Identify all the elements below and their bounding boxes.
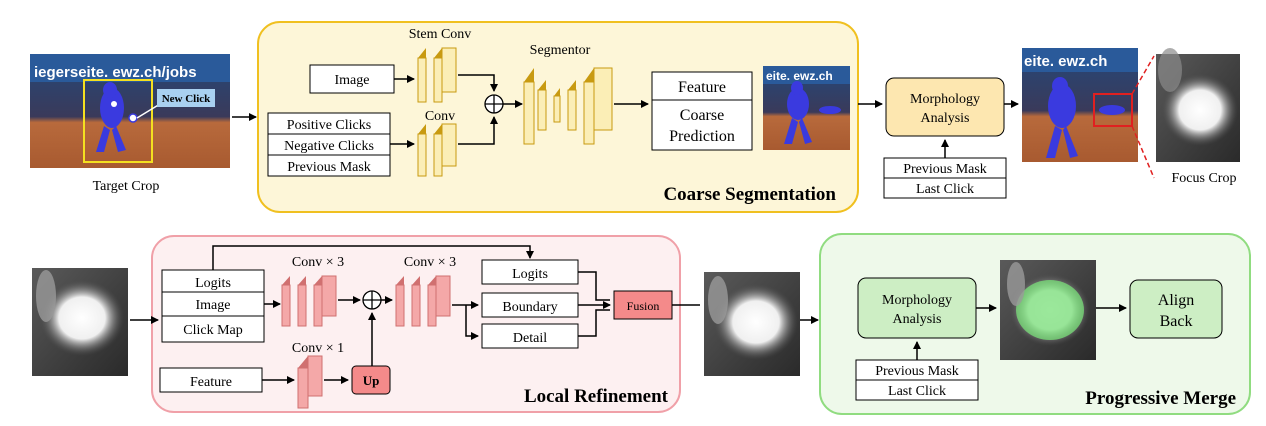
merged-image	[1000, 260, 1096, 360]
merge-inputs: Previous Mask Last Click	[855, 359, 979, 401]
coarse-prediction-image: eite. ewz.ch	[763, 66, 850, 150]
align-back-line2: Back	[1160, 313, 1193, 330]
conv-label: Conv	[425, 109, 455, 124]
clicks-input-stack: Positive Clicks Negative Clicks Previous…	[267, 112, 391, 177]
upsample-box	[351, 365, 391, 395]
morph-top-inputs: Previous Mask Last Click	[883, 157, 1007, 199]
conv3-a-blocks	[281, 275, 337, 327]
refine-feature-label: Feature	[190, 375, 232, 390]
conv3-b-blocks	[395, 275, 451, 327]
target-crop-label: Target Crop	[93, 179, 160, 194]
morphology-analysis-merge	[857, 277, 977, 339]
morphology-top-line1: Morphology	[910, 92, 980, 107]
morphology-top-line2: Analysis	[921, 111, 970, 126]
conv1-block	[297, 355, 323, 409]
stem-conv-label: Stem Conv	[409, 27, 472, 42]
refine-boundary-label: Boundary	[502, 300, 557, 315]
coarse-prediction-line2: Prediction	[669, 128, 735, 145]
refine-click-map-label: Click Map	[183, 323, 243, 338]
feature-output-label: Feature	[678, 79, 726, 96]
focus-crop-label: Focus Crop	[1172, 171, 1237, 186]
target-crop-image: iegerseite. ewz.ch/jobs New Click	[30, 54, 230, 168]
fusion-box	[613, 290, 673, 320]
morphology-merge-line1: Morphology	[882, 293, 952, 308]
negative-clicks-label: Negative Clicks	[284, 139, 374, 154]
conv3-a-label: Conv × 3	[292, 255, 344, 270]
refined-output-image	[704, 272, 800, 376]
conv1-label: Conv × 1	[292, 341, 344, 356]
image-input-box	[309, 64, 395, 94]
local-refinement-title: Local Refinement	[524, 386, 669, 407]
upsample-label: Up	[363, 373, 380, 388]
segmentor-blocks	[523, 67, 613, 145]
stem-conv-blocks	[417, 47, 457, 103]
segmentor-label: Segmentor	[530, 43, 591, 58]
refine-feature-box	[159, 367, 263, 393]
conv3-b-label: Conv × 3	[404, 255, 456, 270]
new-click-label: New Click	[162, 93, 211, 105]
merge-previous-mask: Previous Mask	[875, 364, 959, 379]
focus-source-banner: eite. ewz.ch	[1024, 53, 1107, 70]
coarse-prediction-line1: Coarse	[680, 107, 724, 124]
refine-detail-label: Detail	[513, 331, 547, 346]
refine-input-stack: Logits Image Click Map	[161, 269, 265, 343]
morphology-merge-line2: Analysis	[893, 312, 942, 327]
image-input-label: Image	[335, 73, 370, 88]
refine-input-image	[32, 268, 128, 376]
morph-top-last-click: Last Click	[916, 182, 974, 197]
coarse-output-box: Feature Coarse Prediction	[651, 71, 753, 151]
focus-source-image: eite. ewz.ch	[1022, 48, 1138, 162]
previous-mask-label: Previous Mask	[287, 160, 371, 175]
focus-crop-image	[1156, 48, 1240, 162]
refine-logits-label: Logits	[195, 276, 231, 291]
conv-blocks	[417, 123, 457, 177]
morphology-analysis-top	[885, 77, 1005, 137]
refine-out-logits-label: Logits	[512, 267, 548, 282]
merge-last-click: Last Click	[888, 384, 946, 399]
align-back-line1: Align	[1158, 292, 1194, 309]
morph-top-previous-mask: Previous Mask	[903, 162, 987, 177]
refine-image-label: Image	[196, 298, 231, 313]
positive-clicks-label: Positive Clicks	[287, 118, 371, 133]
new-click-badge	[157, 89, 215, 107]
align-back-box	[1129, 279, 1223, 339]
progressive-merge-title: Progressive Merge	[1085, 388, 1236, 409]
refine-output-stack: Logits Boundary Detail	[481, 259, 579, 349]
coarse-segmentation-title: Coarse Segmentation	[663, 184, 836, 205]
fusion-label: Fusion	[627, 299, 660, 313]
target-crop-banner: iegerseite. ewz.ch/jobs	[34, 64, 197, 81]
svg-text:eite. ewz.ch: eite. ewz.ch	[766, 69, 833, 83]
